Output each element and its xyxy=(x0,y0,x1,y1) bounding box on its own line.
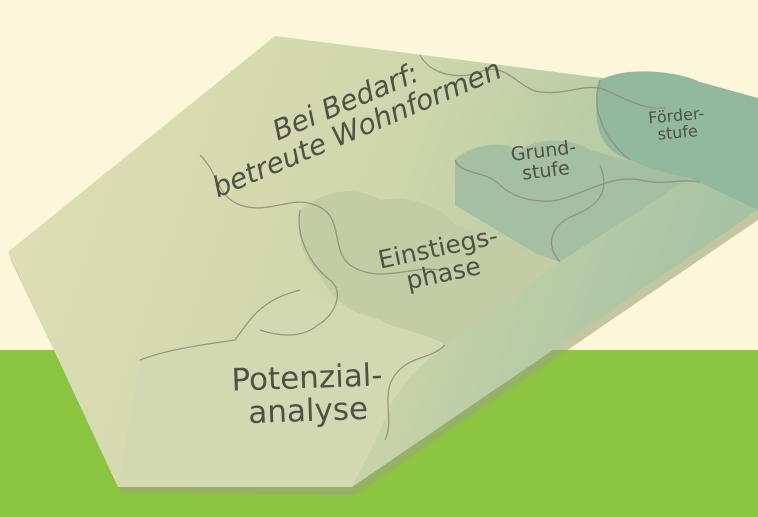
puzzle-piece-potenzial xyxy=(118,290,445,487)
puzzle-piece-einstieg xyxy=(298,191,560,345)
puzzle-piece-grund xyxy=(455,140,690,265)
label-grundstufe: Grund- stufe xyxy=(510,136,580,186)
label-foerderstufe: Förder- stufe xyxy=(647,104,707,144)
puzzle-piece-foerder xyxy=(596,71,758,210)
label-potenzialanalyse-line2: analyse xyxy=(247,390,369,431)
label-potenzialanalyse: Potenzial- analyse xyxy=(231,357,384,431)
puzzle-seams xyxy=(139,54,701,441)
